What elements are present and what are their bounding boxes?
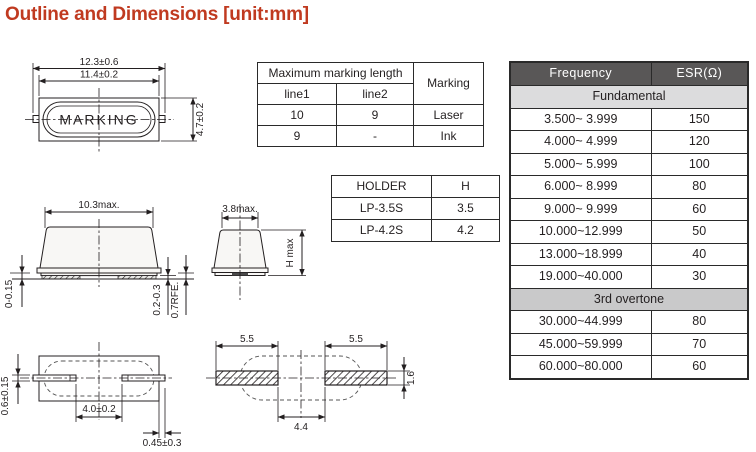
section-row-overtone: 3rd overtone — [509, 287, 749, 311]
table-row: 4.000~ 4.999 120 — [509, 130, 749, 154]
table-row: 9 - Ink — [257, 125, 485, 147]
table-row: 19.000~40.000 30 — [509, 265, 749, 289]
table-row: 30.000~44.999 80 — [509, 310, 749, 334]
dim-holder-height: H max — [285, 239, 296, 268]
esr-col-esr: ESR(Ω) — [650, 61, 749, 86]
table-row: 10 9 Laser — [257, 104, 485, 126]
marking-cell: 9 — [335, 104, 415, 126]
marking-table: Maximum marking length Marking line1 lin… — [256, 62, 485, 147]
frequency-cell: 5.000~ 5.999 — [509, 152, 652, 176]
holder-col-holder: HOLDER — [331, 175, 432, 198]
esr-cell: 120 — [650, 130, 749, 154]
dim-lead-overhang: 0.45±0.3 — [143, 438, 182, 449]
dim-pad-left: 5.5 — [240, 334, 254, 345]
dim-standoff: 0.7RFE. — [170, 282, 181, 319]
frequency-cell: 19.000~40.000 — [509, 265, 652, 289]
dim-seating: 0-0.15 — [4, 279, 15, 308]
lead-right — [158, 115, 166, 123]
dim-pad-right: 5.5 — [349, 334, 363, 345]
marking-cell: - — [335, 125, 415, 147]
esr-cell: 80 — [650, 175, 749, 199]
section-label: Fundamental — [509, 85, 749, 109]
holder-cell: LP-3.5S — [331, 197, 432, 220]
table-row: LP-3.5S 3.5 — [331, 197, 500, 220]
esr-cell: 60 — [650, 355, 749, 379]
dim-lead-span: 4.0±0.2 — [82, 404, 116, 415]
end-view-drawing: 3.8max. H max — [211, 204, 306, 300]
side-view-drawing: 10.3max. 0-0.15 0.2-0.3 0.7RFE. — [4, 200, 194, 319]
section-label: 3rd overtone — [509, 287, 749, 311]
table-row: 6.000~ 8.999 80 — [509, 175, 749, 199]
marking-table-marking-header: Marking — [413, 62, 485, 105]
esr-table: Frequency ESR(Ω) Fundamental 3.500~ 3.99… — [509, 61, 749, 380]
frequency-cell: 3.500~ 3.999 — [509, 107, 652, 131]
table-row: 13.000~18.999 40 — [509, 242, 749, 266]
lead-left — [32, 115, 40, 123]
esr-cell: 80 — [650, 310, 749, 334]
table-row: 60.000~80.000 60 — [509, 355, 749, 379]
frequency-cell: 13.000~18.999 — [509, 242, 652, 266]
esr-cell: 70 — [650, 332, 749, 356]
dim-pad-gap: 4.4 — [294, 422, 308, 433]
dim-body-height: 4.7±0.2 — [195, 102, 206, 136]
table-row: 9.000~ 9.999 60 — [509, 197, 749, 221]
marking-table-title: Maximum marking length — [256, 62, 415, 84]
marking-cell: 10 — [257, 104, 337, 126]
dim-lead-height: 0.6±0.15 — [0, 376, 11, 415]
frequency-cell: 6.000~ 8.999 — [509, 175, 652, 199]
esr-cell: 30 — [650, 265, 749, 289]
marking-cell: 9 — [257, 125, 337, 147]
esr-cell: 40 — [650, 242, 749, 266]
top-view-drawing: 12.3±0.6 11.4±0.2 4.7±0.2 MARKING — [25, 57, 206, 152]
holder-cell: 4.2 — [431, 219, 500, 242]
esr-cell: 50 — [650, 220, 749, 244]
marking-col-line2: line2 — [335, 83, 415, 105]
table-row: 45.000~59.999 70 — [509, 332, 749, 356]
table-row: 5.000~ 5.999 100 — [509, 152, 749, 176]
esr-cell: 100 — [650, 152, 749, 176]
esr-cell: 60 — [650, 197, 749, 221]
bottom-view-drawing: 0.6±0.15 4.0±0.2 0.45±0.3 — [0, 342, 182, 449]
holder-col-h: H — [431, 175, 500, 198]
marking-cell: Ink — [413, 125, 485, 147]
table-row: 3.500~ 3.999 150 — [509, 107, 749, 131]
frequency-cell: 45.000~59.999 — [509, 332, 652, 356]
lead-section-left — [41, 275, 81, 280]
lead-section-right — [117, 275, 157, 280]
dim-body-width: 11.4±0.2 — [80, 70, 119, 81]
table-row: LP-4.2S 4.2 — [331, 219, 500, 242]
marking-col-line1: line1 — [257, 83, 337, 105]
esr-cell: 150 — [650, 107, 749, 131]
frequency-cell: 10.000~12.999 — [509, 220, 652, 244]
frequency-cell: 30.000~44.999 — [509, 310, 652, 334]
esr-col-frequency: Frequency — [509, 61, 652, 86]
marking-cell: Laser — [413, 104, 485, 126]
dim-pad-height: 1.6 — [406, 371, 417, 385]
dim-side-width: 10.3max. — [78, 200, 119, 211]
dim-lead-thickness: 0.2-0.3 — [152, 284, 163, 316]
holder-cell: LP-4.2S — [331, 219, 432, 242]
frequency-cell: 60.000~80.000 — [509, 355, 652, 379]
frequency-cell: 9.000~ 9.999 — [509, 197, 652, 221]
holder-cell: 3.5 — [431, 197, 500, 220]
land-pattern-drawing: 5.5 5.5 4.4 1.6 — [206, 334, 417, 433]
dim-outer-width: 12.3±0.6 — [80, 57, 119, 68]
page-title: Outline and Dimensions [unit:mm] — [5, 4, 309, 25]
table-row: 10.000~12.999 50 — [509, 220, 749, 244]
section-row-fundamental: Fundamental — [509, 85, 749, 109]
frequency-cell: 4.000~ 4.999 — [509, 130, 652, 154]
holder-table: HOLDER H LP-3.5S 3.5 LP-4.2S 4.2 — [331, 175, 500, 242]
